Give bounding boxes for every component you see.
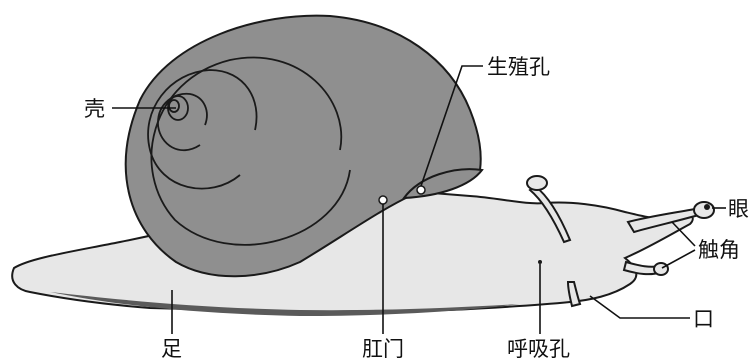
back-tentacle — [528, 184, 572, 244]
label-anus: 肛门 — [362, 337, 404, 359]
shell-whorl-3 — [157, 92, 208, 151]
shell-apex-inner — [168, 99, 180, 113]
label-genital-pore: 生殖孔 — [487, 55, 550, 79]
shell — [124, 14, 482, 278]
leader-genital-pore — [420, 65, 483, 187]
lower-tentacle-tip — [653, 262, 669, 276]
label-breathing-pore: 呼吸孔 — [507, 337, 570, 359]
lower-feeler — [566, 281, 582, 308]
eye-stalk-tip — [693, 201, 715, 219]
label-foot: 足 — [161, 337, 182, 359]
shell-whorl-1 — [150, 56, 351, 246]
leader-tentacle-upper — [671, 221, 696, 247]
back-tentacle-tip — [526, 175, 548, 191]
genital-pore — [416, 185, 426, 195]
label-eye: 眼 — [728, 197, 749, 221]
label-shell: 壳 — [84, 97, 105, 121]
anus — [378, 195, 388, 205]
leader-tentacle-lower — [661, 249, 696, 269]
label-tentacle: 触角 — [698, 238, 740, 262]
shell-whorl-2 — [147, 69, 258, 190]
breathing-pore — [538, 260, 542, 264]
label-mouth: 口 — [693, 307, 714, 331]
leader-mouth — [589, 295, 690, 319]
eye-spot — [704, 204, 710, 210]
foot-shadow — [50, 292, 520, 316]
